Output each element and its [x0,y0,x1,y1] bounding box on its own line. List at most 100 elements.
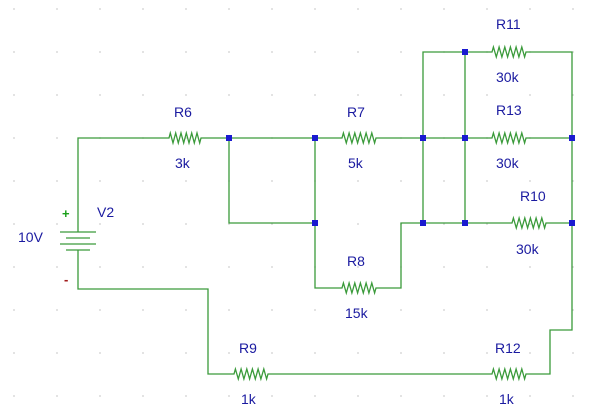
resistor-r6 [165,130,205,146]
grid-dot [357,266,359,268]
grid-dot [185,94,187,96]
grid-dot [400,8,402,10]
grid-dot [13,352,15,354]
grid-dot [443,180,445,182]
grid-dot [314,8,316,10]
grid-dot [400,180,402,182]
r10-name-label: R10 [520,188,546,204]
grid-dot [185,309,187,311]
resistor-r12 [488,366,530,382]
grid-dot [56,8,58,10]
grid-dot [228,266,230,268]
grid-dot [357,309,359,311]
grid-dot [486,180,488,182]
grid-dot [56,51,58,53]
grid-dot [142,8,144,10]
r7-value-label: 5k [348,155,364,171]
grid-dot [314,94,316,96]
grid-dot [13,137,15,139]
wire-source-return [77,254,230,375]
grid-dot [486,266,488,268]
junction-node [569,220,575,226]
grid-dot [400,395,402,397]
labels: 10V V2 + - R6 3k R7 5k R8 15k R9 1k R10 … [18,16,546,407]
junction-node [569,135,575,141]
grid-dot [56,137,58,139]
grid-dot [13,395,15,397]
r12-name-label: R12 [495,340,521,356]
r10-value-label: 30k [516,241,540,257]
source-plus-sign: + [62,206,70,221]
grid-dot [142,223,144,225]
grid-dot [443,395,445,397]
grid-dot [99,309,101,311]
r6-name-label: R6 [174,104,192,120]
grid-dot [228,395,230,397]
grid-dot [572,352,574,354]
source-value-label: 10V [18,229,44,245]
grid-dot [228,51,230,53]
grid-dot [142,180,144,182]
grid-dot [486,352,488,354]
grid-dot [572,8,574,10]
grid-dot [529,352,531,354]
grid-dot [357,51,359,53]
source-minus-sign: - [64,272,68,287]
junction-node [462,49,468,55]
resistor-r11 [488,44,530,60]
grid-dot [443,94,445,96]
wire-right-bus [530,51,573,375]
grid-dot [271,352,273,354]
junction-node [462,135,468,141]
grid-dot [400,94,402,96]
grid-dot [271,94,273,96]
grid-dot [486,395,488,397]
grid-dot [56,395,58,397]
grid-dot [142,94,144,96]
grid-dot [443,266,445,268]
grid-dot [185,266,187,268]
junction-node [226,135,232,141]
resistor-r10 [508,215,550,231]
junction-node [312,220,318,226]
wires [77,51,573,375]
grid-dot [13,309,15,311]
grid-dot [529,266,531,268]
grid-dot [271,180,273,182]
grid-dot [357,395,359,397]
wire-shunt-loop [228,138,315,224]
junction-node [312,135,318,141]
grid-dot [99,180,101,182]
grid-dot [357,223,359,225]
grid-dot [357,94,359,96]
grid-dot [314,51,316,53]
grid-dot [99,51,101,53]
r13-value-label: 30k [496,155,520,171]
grid-dot [99,8,101,10]
grid-dot [185,352,187,354]
grid-dot [271,266,273,268]
grid-dot [228,8,230,10]
r11-value-label: 30k [496,69,520,85]
grid-dot [443,309,445,311]
grid-dots [13,8,574,397]
grid-dot [13,8,15,10]
grid-dot [185,8,187,10]
grid-dot [13,223,15,225]
grid-dot [56,352,58,354]
grid-dot [529,395,531,397]
grid-dot [56,180,58,182]
resistors [165,44,550,382]
junction-node [462,220,468,226]
grid-dot [228,309,230,311]
grid-dot [271,309,273,311]
grid-dot [185,395,187,397]
grid-dot [357,352,359,354]
grid-dot [357,8,359,10]
battery-v2 [60,229,96,254]
grid-dot [271,8,273,10]
grid-dot [13,180,15,182]
wire-source-to-r6 [77,137,165,229]
grid-dot [99,223,101,225]
grid-dot [99,266,101,268]
